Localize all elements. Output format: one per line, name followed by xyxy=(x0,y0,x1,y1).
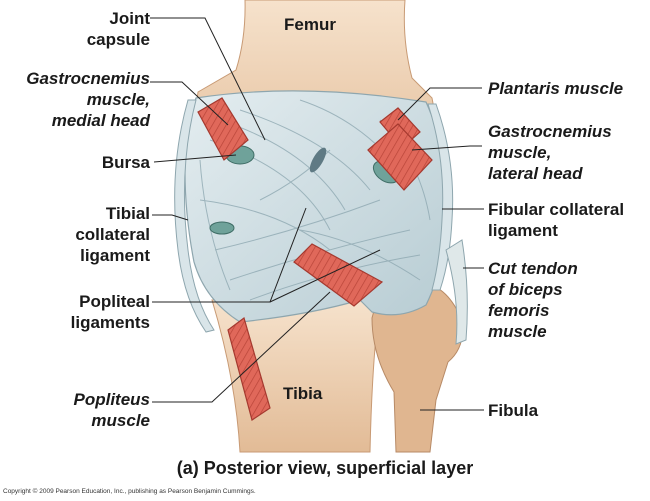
fibular-collateral-ligament-shape xyxy=(427,103,454,291)
copyright-notice: Copyright © 2009 Pearson Education, Inc.… xyxy=(3,488,256,495)
popliteal-muscle-segment xyxy=(293,243,384,307)
gastrocnemius-lateral-head-shape xyxy=(367,123,433,191)
figure-caption: (a) Posterior view, superficial layer xyxy=(176,458,474,478)
capsule-opening xyxy=(309,147,327,173)
tibial-collateral-ligament-shape xyxy=(174,99,215,333)
gastrocnemius-medial-head-shape xyxy=(197,97,249,161)
cut-tendon-shape xyxy=(445,239,468,345)
tibia-label: Tibia xyxy=(283,384,323,403)
bursa-label: Bursa xyxy=(101,153,150,172)
fibula-label: Fibula xyxy=(488,401,539,420)
popliteus-muscle-shape xyxy=(227,316,271,421)
plantaris-muscle-label: Plantaris muscle xyxy=(488,79,624,98)
femur-label: Femur xyxy=(284,15,336,34)
leader-lines xyxy=(150,17,484,411)
bursa-tibial xyxy=(209,221,235,235)
